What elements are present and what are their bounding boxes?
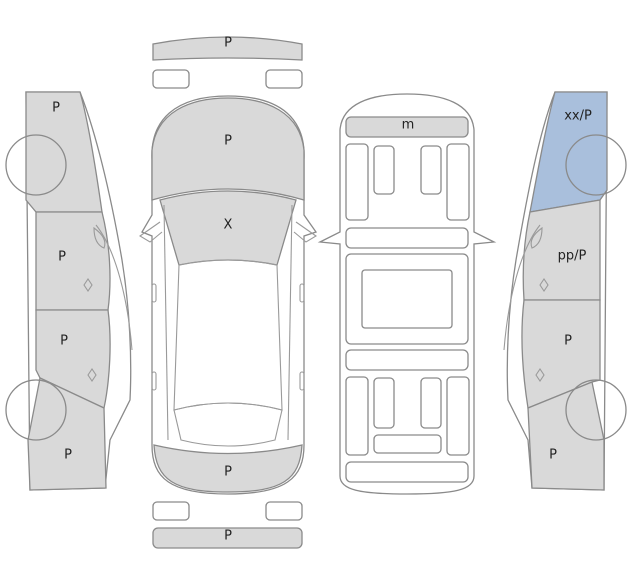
- front-console: [345, 227, 469, 249]
- right-rear-quarter-label: P: [549, 448, 557, 463]
- rear-bench: [373, 434, 442, 454]
- trunk-label: P: [224, 465, 232, 480]
- right-door-handle-top: [299, 283, 305, 303]
- right-rear-quarter-panel[interactable]: [527, 381, 605, 491]
- top-view-interior: m: [317, 93, 497, 495]
- rear-window: [173, 402, 283, 447]
- front-bumper-panel[interactable]: [152, 36, 303, 61]
- left-window-line: [95, 224, 133, 351]
- cargo-area: [345, 461, 469, 483]
- front-left-cushion: [373, 145, 395, 195]
- top-view-front: P X P: [138, 95, 318, 495]
- right-front-fender-label: xx/P: [564, 109, 592, 124]
- left-rear-quarter-panel[interactable]: [27, 377, 107, 491]
- left-headlight: [152, 69, 190, 89]
- left-door-handle-top: [151, 283, 157, 303]
- front-left-seat: [345, 143, 369, 221]
- front-right-seat: [446, 143, 470, 221]
- right-mirror-side: [530, 226, 543, 249]
- center-floor: [345, 253, 469, 345]
- left-front-door-panel[interactable]: [35, 211, 111, 311]
- rear-bumper-label: P: [224, 529, 232, 544]
- left-rear-quarter-label: P: [64, 448, 72, 463]
- left-rear-door-label: P: [60, 334, 68, 349]
- right-rear-wheel: [565, 379, 627, 441]
- right-door-handle-1: [539, 278, 549, 292]
- hood-label: P: [224, 134, 232, 149]
- right-front-wheel: [565, 134, 627, 196]
- cabin-outline: [173, 259, 283, 411]
- trunk-panel[interactable]: [153, 444, 303, 493]
- left-front-wheel: [5, 134, 67, 196]
- right-headlight: [265, 69, 303, 89]
- roof-panel[interactable]: [345, 116, 469, 138]
- rear-right-seat: [446, 376, 470, 456]
- right-rear-door-label: P: [564, 334, 572, 349]
- left-door-handle-1: [83, 278, 93, 292]
- left-side-silhouette: [25, 91, 132, 491]
- left-taillight: [152, 501, 190, 521]
- left-front-door-label: P: [58, 250, 66, 265]
- left-mirror: [138, 221, 163, 243]
- left-front-fender-label: P: [52, 101, 60, 116]
- right-window-line: [503, 224, 541, 351]
- right-side-silhouette: [506, 91, 608, 491]
- rear-right-cushion: [420, 377, 442, 429]
- left-door-handle-2: [87, 368, 97, 382]
- left-door-handle-bottom: [151, 371, 157, 391]
- right-door-handle-2: [535, 368, 545, 382]
- rear-bumper-panel[interactable]: [152, 527, 303, 549]
- left-rear-wheel: [5, 379, 67, 441]
- left-mirror-side: [93, 226, 106, 249]
- hood-panel[interactable]: [151, 97, 305, 201]
- left-side-view: P P P P: [5, 91, 133, 491]
- right-side-line: [287, 204, 293, 441]
- windshield-label: X: [224, 218, 233, 233]
- right-rear-door-panel[interactable]: [521, 299, 601, 409]
- right-mirror: [293, 221, 318, 243]
- right-taillight: [265, 501, 303, 521]
- left-side-line: [163, 204, 169, 441]
- front-right-cushion: [420, 145, 442, 195]
- roof-label: m: [402, 118, 415, 133]
- left-front-fender-panel[interactable]: [25, 91, 103, 213]
- right-door-handle-bottom: [299, 371, 305, 391]
- front-bumper-label: P: [224, 36, 232, 51]
- right-front-door-label: pp/P: [558, 249, 587, 264]
- right-side-view: xx/P pp/P P P: [503, 91, 627, 491]
- rear-left-cushion: [373, 377, 395, 429]
- rear-left-seat: [345, 376, 369, 456]
- interior-body-outline: [317, 93, 497, 495]
- center-panel: [361, 269, 453, 329]
- rear-console: [345, 349, 469, 371]
